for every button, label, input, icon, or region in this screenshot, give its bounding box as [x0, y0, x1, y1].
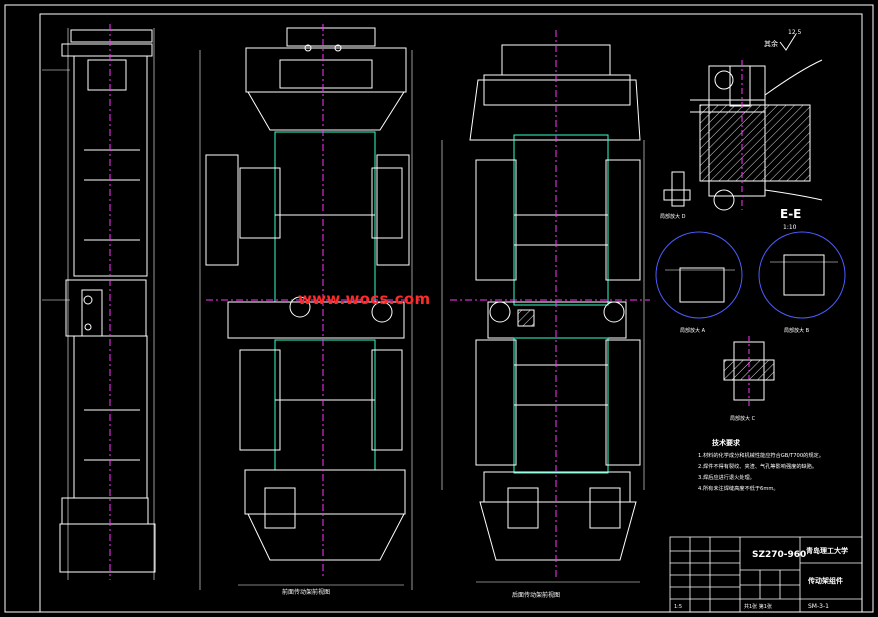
- part-name: 传动架组件: [807, 576, 843, 585]
- tech-requirement-3: 3.焊后应进行退火处理。: [698, 473, 755, 481]
- section-view-e-e: [690, 59, 823, 211]
- detail-c: [723, 336, 775, 406]
- roughness-value: 12.5: [788, 29, 802, 36]
- detail-b-caption: 局部放大 B: [784, 327, 810, 334]
- school-name: 青岛理工大学: [806, 546, 848, 555]
- front-view: [199, 24, 420, 590]
- detail-b: [758, 231, 846, 319]
- drawing-frame: [39, 13, 863, 613]
- section-label: E-E: [780, 207, 801, 221]
- watermark: www.wocs.com: [298, 290, 431, 308]
- rear-view: [441, 30, 650, 583]
- tech-requirement-2: 2.焊件不得有裂纹、夹渣、气孔等影响强度的缺陷。: [698, 462, 817, 470]
- roughness-label: 其余: [764, 39, 778, 48]
- detail-d-caption: 局部放大 D: [660, 213, 686, 220]
- section-scale: 1:10: [783, 224, 797, 231]
- roughness-symbol: [779, 33, 797, 51]
- sheet-count: 共1张 第1张: [744, 603, 772, 610]
- tech-requirement-4: 4.所有未注焊缝高度不低于6mm。: [698, 484, 779, 492]
- drawing-model: SZ270-960: [752, 550, 806, 560]
- tech-requirements-title: 技术要求: [712, 438, 741, 447]
- detail-a: [655, 231, 743, 319]
- sheet-border: [4, 4, 874, 613]
- detail-d: [663, 171, 691, 207]
- side-view: [42, 24, 156, 580]
- front-view-caption: 前面传动架前视图: [282, 588, 330, 596]
- tech-requirement-1: 1.材料的化学成分和机械性能应符合GB/T700的规定。: [698, 451, 824, 459]
- drawing-number: SM-3-1: [808, 603, 829, 610]
- rear-view-caption: 后面传动架前视图: [512, 591, 560, 599]
- detail-c-caption: 局部放大 C: [730, 415, 756, 422]
- detail-a-caption: 局部放大 A: [680, 327, 706, 334]
- drawing-scale: 1:5: [674, 604, 682, 610]
- title-block: [669, 536, 863, 613]
